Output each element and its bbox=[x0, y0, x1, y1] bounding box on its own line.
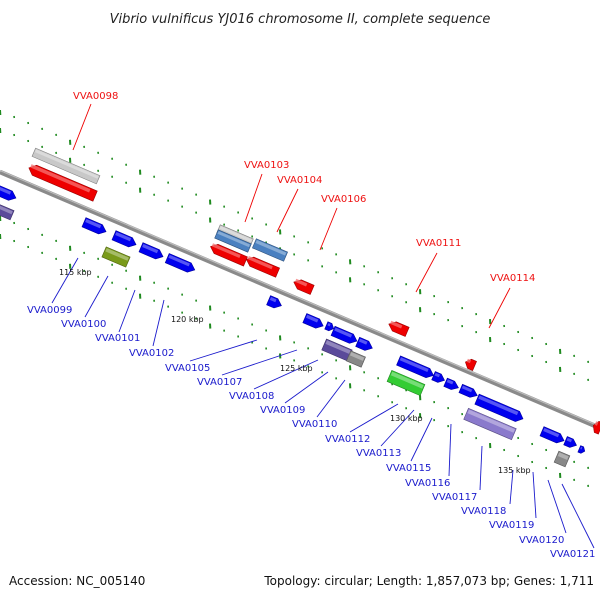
feature-vva0120[interactable] bbox=[563, 436, 579, 450]
gene-label-vva0112[interactable]: VVA0112 bbox=[325, 434, 370, 445]
forward-gene-labels: VVA0099 VVA0100 VVA0101 VVA0102 VVA0105 … bbox=[27, 305, 595, 560]
feature-vva0099[interactable] bbox=[81, 217, 108, 237]
chromosome-backbone bbox=[0, 169, 600, 431]
leader-vva0118 bbox=[509, 469, 514, 505]
feature-vva0111[interactable] bbox=[387, 319, 410, 337]
feature-vva0098-top[interactable] bbox=[31, 147, 101, 185]
gene-label-vva0110[interactable]: VVA0110 bbox=[292, 419, 337, 430]
feature-vva0112-green[interactable] bbox=[386, 370, 426, 396]
gene-label-vva0104[interactable]: VVA0104 bbox=[277, 175, 322, 186]
feature-vva0119[interactable] bbox=[539, 426, 566, 446]
map-title: Vibrio vulnificus YJ016 chromosome II, c… bbox=[110, 12, 491, 27]
feature-vva0113-b[interactable] bbox=[431, 371, 447, 385]
leader-vva0098 bbox=[72, 103, 92, 151]
gene-label-vva0100[interactable]: VVA0100 bbox=[61, 319, 106, 330]
scale-label-135: 135 kbp bbox=[498, 466, 531, 475]
leader-vva0109 bbox=[284, 371, 329, 404]
leader-vva0116 bbox=[448, 423, 452, 477]
leader-vva0112 bbox=[349, 403, 399, 433]
feature-vva0114[interactable] bbox=[463, 357, 477, 371]
leader-vva0103 bbox=[244, 173, 263, 223]
feature-vva0101[interactable] bbox=[138, 242, 165, 262]
feature-vva0100[interactable] bbox=[111, 230, 138, 250]
leader-vva0117 bbox=[479, 445, 483, 491]
feature-vva0117[interactable] bbox=[474, 393, 525, 424]
tick-marks bbox=[0, 109, 590, 487]
feature-left-edge-1[interactable] bbox=[0, 182, 18, 202]
feature-vva0105[interactable] bbox=[266, 295, 284, 311]
reverse-gene-labels: VVA0098 VVA0103 VVA0104 VVA0106 VVA0111 … bbox=[73, 91, 535, 284]
gene-label-vva0113[interactable]: VVA0113 bbox=[356, 448, 401, 459]
leader-vva0115 bbox=[410, 417, 433, 462]
gene-label-vva0109[interactable]: VVA0109 bbox=[260, 405, 305, 416]
gene-label-vva0115[interactable]: VVA0115 bbox=[386, 463, 431, 474]
feature-vva0102[interactable] bbox=[164, 253, 197, 275]
scale-label-125: 125 kbp bbox=[280, 364, 313, 373]
leader-vva0102 bbox=[152, 299, 165, 347]
gene-label-vva0111[interactable]: VVA0111 bbox=[416, 238, 461, 249]
feature-vva0118-slate[interactable] bbox=[463, 407, 517, 441]
feature-left-edge-2[interactable] bbox=[0, 201, 15, 221]
feature-vva0098[interactable] bbox=[27, 163, 98, 202]
leader-vva0099 bbox=[51, 257, 79, 304]
leader-vva0120 bbox=[547, 479, 567, 534]
leader-vva0113 bbox=[380, 409, 415, 447]
feature-vva0110-gray[interactable] bbox=[346, 350, 366, 368]
feature-vva0103-a[interactable] bbox=[214, 229, 252, 253]
feature-vva0116[interactable] bbox=[458, 383, 479, 399]
scale-label-130: 130 kbp bbox=[390, 414, 423, 423]
leader-vva0114 bbox=[488, 287, 511, 329]
gene-label-vva0101[interactable]: VVA0101 bbox=[95, 333, 140, 344]
leader-vva0108 bbox=[253, 359, 319, 390]
label-leader-lines bbox=[51, 103, 595, 549]
feature-vva0104-b[interactable] bbox=[252, 238, 288, 262]
leader-vva0105 bbox=[189, 339, 258, 362]
feature-vva0115[interactable] bbox=[443, 377, 460, 392]
gene-label-vva0116[interactable]: VVA0116 bbox=[405, 478, 450, 489]
leader-vva0110 bbox=[316, 379, 346, 418]
feature-vva0120-gray[interactable] bbox=[553, 450, 571, 468]
gene-label-vva0119[interactable]: VVA0119 bbox=[489, 520, 534, 531]
gene-label-vva0105[interactable]: VVA0105 bbox=[165, 363, 210, 374]
feature-vva0113[interactable] bbox=[396, 355, 436, 380]
gene-label-vva0117[interactable]: VVA0117 bbox=[432, 492, 477, 503]
gene-label-vva0120[interactable]: VVA0120 bbox=[519, 535, 564, 546]
gene-label-vva0099[interactable]: VVA0099 bbox=[27, 305, 72, 316]
scale-labels: 115 kbp 120 kbp 125 kbp 130 kbp 135 kbp bbox=[59, 268, 531, 475]
feature-vva0106[interactable] bbox=[292, 277, 315, 295]
leader-vva0121 bbox=[561, 483, 595, 549]
feature-vva0108[interactable] bbox=[330, 325, 359, 345]
gene-label-vva0103[interactable]: VVA0103 bbox=[244, 160, 289, 171]
gene-label-vva0098[interactable]: VVA0098 bbox=[73, 91, 118, 102]
topology-summary-text: Topology: circular; Length: 1,857,073 bp… bbox=[263, 574, 594, 588]
accession-text: Accession: NC_005140 bbox=[9, 574, 145, 588]
leader-vva0107 bbox=[221, 349, 298, 376]
gene-label-vva0121[interactable]: VVA0121 bbox=[550, 549, 595, 560]
gene-label-vva0107[interactable]: VVA0107 bbox=[197, 377, 242, 388]
feature-vva0107-small[interactable] bbox=[324, 321, 335, 332]
gene-label-vva0108[interactable]: VVA0108 bbox=[229, 391, 274, 402]
feature-vva0100-olive[interactable] bbox=[101, 246, 131, 268]
feature-vva0121[interactable] bbox=[577, 445, 586, 455]
gene-label-vva0114[interactable]: VVA0114 bbox=[490, 273, 535, 284]
feature-vva0109[interactable] bbox=[355, 336, 375, 352]
leader-vva0119 bbox=[532, 471, 537, 519]
scale-label-115: 115 kbp bbox=[59, 268, 92, 277]
gene-label-vva0106[interactable]: VVA0106 bbox=[321, 194, 366, 205]
scale-label-120: 120 kbp bbox=[171, 315, 204, 324]
leader-vva0101 bbox=[118, 289, 136, 333]
leader-vva0100 bbox=[84, 275, 109, 318]
leader-vva0111 bbox=[415, 252, 438, 293]
leader-vva0106 bbox=[319, 207, 338, 251]
feature-vva0107[interactable] bbox=[302, 313, 325, 330]
feature-vva0104[interactable] bbox=[244, 255, 280, 278]
gene-label-vva0102[interactable]: VVA0102 bbox=[129, 348, 174, 359]
gene-label-vva0118[interactable]: VVA0118 bbox=[461, 506, 506, 517]
feature-vva0103[interactable] bbox=[209, 242, 248, 267]
gene-features bbox=[0, 147, 600, 468]
leader-vva0104 bbox=[276, 188, 299, 233]
